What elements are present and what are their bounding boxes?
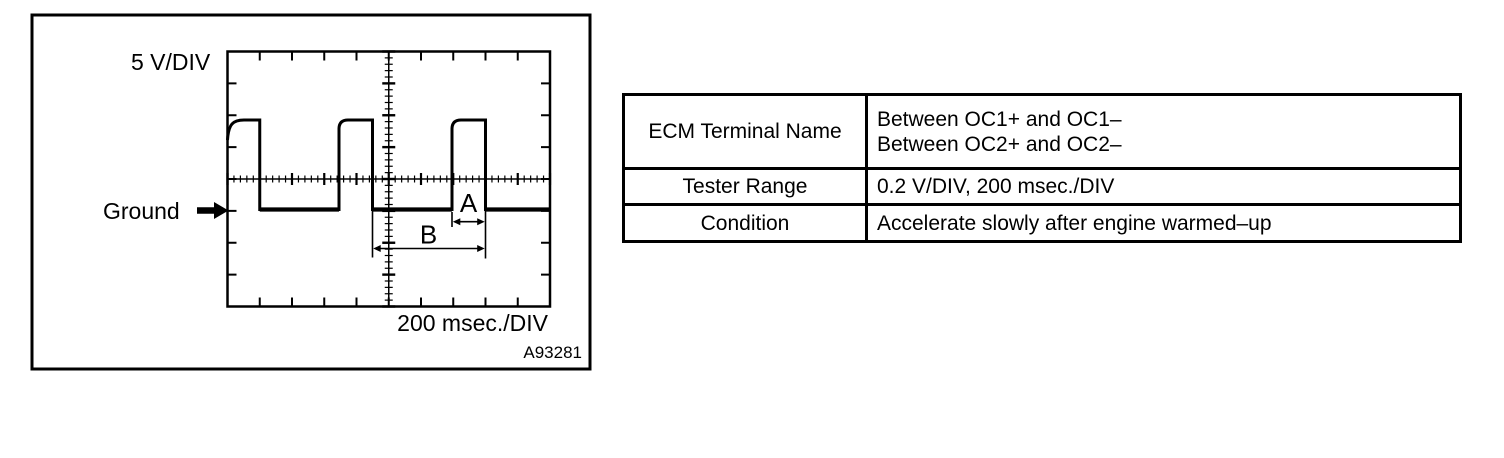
table-row: Tester Range 0.2 V/DIV, 200 msec./DIV [622, 167, 1462, 206]
spec-row-label: Condition [622, 203, 868, 243]
spec-row-value: Accelerate slowly after engine warmed–up [865, 203, 1462, 243]
spec-row-value: 0.2 V/DIV, 200 msec./DIV [865, 167, 1462, 206]
spec-row-label: Tester Range [622, 167, 868, 206]
figure-outer-frame [30, 13, 592, 371]
dim-b-arrow [373, 245, 485, 252]
table-row: ECM Terminal Name Between OC1+ and OC1– … [622, 93, 1462, 170]
spec-table: ECM Terminal Name Between OC1+ and OC1– … [622, 93, 1462, 243]
spec-row-value: Between OC1+ and OC1– Between OC2+ and O… [865, 93, 1462, 170]
spec-value-line: Between OC2+ and OC2– [877, 132, 1122, 156]
spec-value-line: Between OC1+ and OC1– [877, 107, 1122, 131]
table-row: Condition Accelerate slowly after engine… [622, 203, 1462, 243]
scope-svg: 5 V/DIV Ground A B 200 msec./DIV A93281 [30, 13, 592, 371]
dim-b-label: B [420, 220, 437, 250]
oscilloscope-figure: 5 V/DIV Ground A B 200 msec./DIV A93281 [0, 0, 620, 400]
dim-a-arrow [452, 218, 485, 226]
v-per-div-label: 5 V/DIV [131, 49, 211, 75]
ground-arrow-icon [197, 202, 229, 219]
time-per-div-label: 200 msec./DIV [397, 310, 548, 336]
figure-id-label: A93281 [523, 343, 582, 362]
dim-a-label: A [460, 188, 478, 218]
waveform-trace [226, 118, 550, 211]
scope-border-ticks [227, 51, 550, 307]
spec-row-label: ECM Terminal Name [622, 93, 868, 170]
dimension-extension-lines [371, 211, 487, 259]
ground-label: Ground [103, 198, 180, 224]
